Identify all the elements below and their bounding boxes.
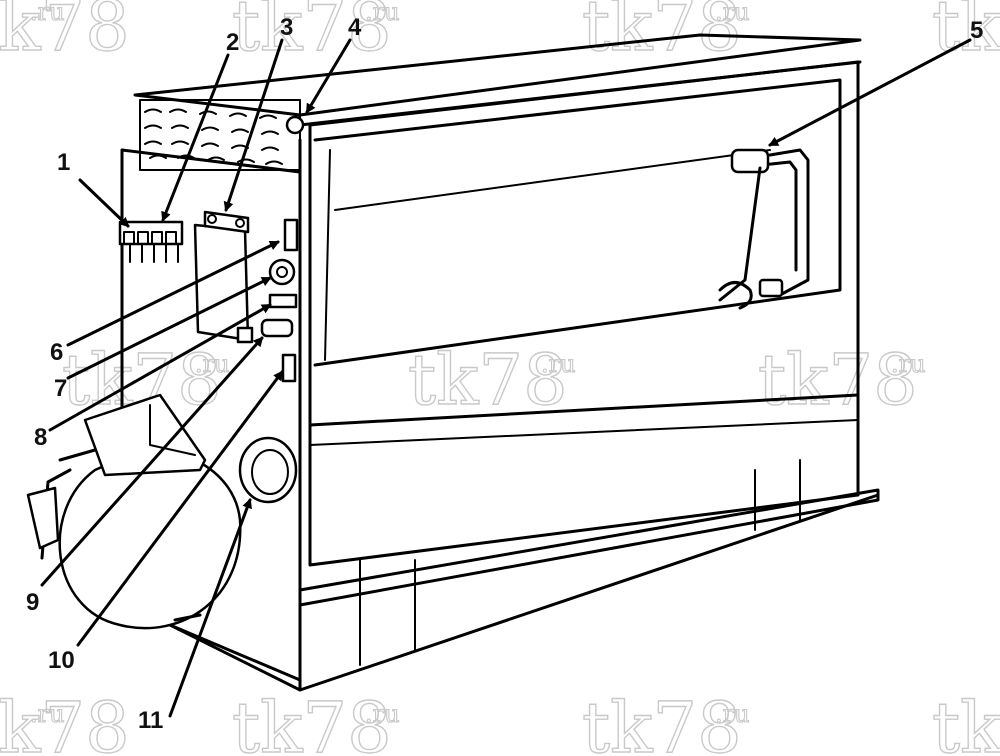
callout-5: 5 bbox=[970, 17, 983, 44]
callout-2: 2 bbox=[226, 29, 239, 56]
leader-6 bbox=[66, 240, 280, 347]
leader-11 bbox=[168, 498, 252, 718]
svg-text:.ru: .ru bbox=[715, 0, 750, 26]
leader-3 bbox=[223, 38, 284, 212]
watermark: tk78.ru bbox=[407, 338, 576, 421]
leader-8 bbox=[48, 303, 272, 432]
svg-text:tk78: tk78 bbox=[932, 0, 1000, 67]
svg-text:.ru: .ru bbox=[195, 350, 230, 378]
heater-unit bbox=[26, 33, 880, 692]
leader-7 bbox=[66, 276, 272, 380]
svg-text:.ru: .ru bbox=[30, 700, 65, 728]
svg-text:tk78: tk78 bbox=[232, 0, 392, 67]
svg-text:tk78: tk78 bbox=[582, 0, 742, 67]
callout-8: 8 bbox=[34, 424, 47, 451]
watermark: tk78.ru bbox=[757, 338, 926, 421]
callout-4: 4 bbox=[348, 14, 362, 41]
callout-7: 7 bbox=[54, 375, 67, 402]
svg-text:.ru: .ru bbox=[541, 350, 576, 378]
svg-text:.ru: .ru bbox=[715, 700, 750, 728]
watermark: tk78.ru bbox=[581, 0, 750, 68]
top-panel bbox=[133, 33, 862, 117]
svg-text:tk78: tk78 bbox=[0, 0, 130, 67]
callout-9: 9 bbox=[26, 589, 39, 616]
watermark: tk78 bbox=[931, 0, 1000, 68]
switch-10 bbox=[281, 353, 297, 383]
svg-text:.ru: .ru bbox=[365, 0, 400, 26]
switch-6 bbox=[283, 218, 299, 252]
front-panel bbox=[308, 60, 860, 567]
svg-text:tk78: tk78 bbox=[582, 687, 742, 756]
mounting-bolt-icon bbox=[285, 115, 305, 135]
terminal-block bbox=[118, 220, 184, 263]
svg-text:.ru: .ru bbox=[365, 700, 400, 728]
watermark: tk78.ru bbox=[0, 0, 130, 68]
callout-11: 11 bbox=[138, 707, 163, 734]
callout-10: 10 bbox=[48, 647, 75, 674]
fuel-line bbox=[718, 148, 810, 310]
indicator-8 bbox=[268, 293, 298, 309]
svg-text:tk78: tk78 bbox=[932, 687, 1000, 756]
watermark: tk78.ru bbox=[581, 686, 750, 756]
watermark: tk78 bbox=[931, 686, 1000, 756]
watermark: tk78.ru bbox=[231, 686, 400, 756]
callout-1: 1 bbox=[57, 149, 70, 176]
callout-6: 6 bbox=[50, 339, 63, 366]
svg-text:tk78: tk78 bbox=[758, 339, 918, 421]
svg-text:tk78: tk78 bbox=[0, 687, 130, 756]
heat-exchanger-fins bbox=[139, 99, 301, 171]
watermark: tk78.ru bbox=[231, 0, 400, 68]
leader-1 bbox=[78, 178, 130, 228]
base-frame bbox=[168, 493, 880, 692]
watermark: tk78.ru bbox=[0, 686, 130, 756]
leader-9 bbox=[40, 336, 264, 587]
callout-3: 3 bbox=[280, 14, 293, 41]
svg-text:.ru: .ru bbox=[891, 350, 926, 378]
leader-5 bbox=[768, 38, 972, 147]
knob-7 bbox=[268, 258, 296, 286]
leader-10 bbox=[76, 370, 284, 647]
exhaust-port bbox=[238, 436, 298, 504]
svg-text:tk78: tk78 bbox=[408, 339, 568, 421]
blower-housing bbox=[26, 393, 242, 630]
svg-text:tk78: tk78 bbox=[232, 687, 392, 756]
callout-labels: 1 2 3 4 5 6 7 8 9 10 11 bbox=[26, 14, 983, 734]
leader-lines bbox=[40, 38, 972, 718]
leader-2 bbox=[161, 53, 230, 222]
connector-9 bbox=[260, 318, 294, 338]
control-box bbox=[193, 210, 254, 344]
svg-text:.ru: .ru bbox=[30, 0, 65, 26]
leader-4 bbox=[305, 38, 352, 114]
